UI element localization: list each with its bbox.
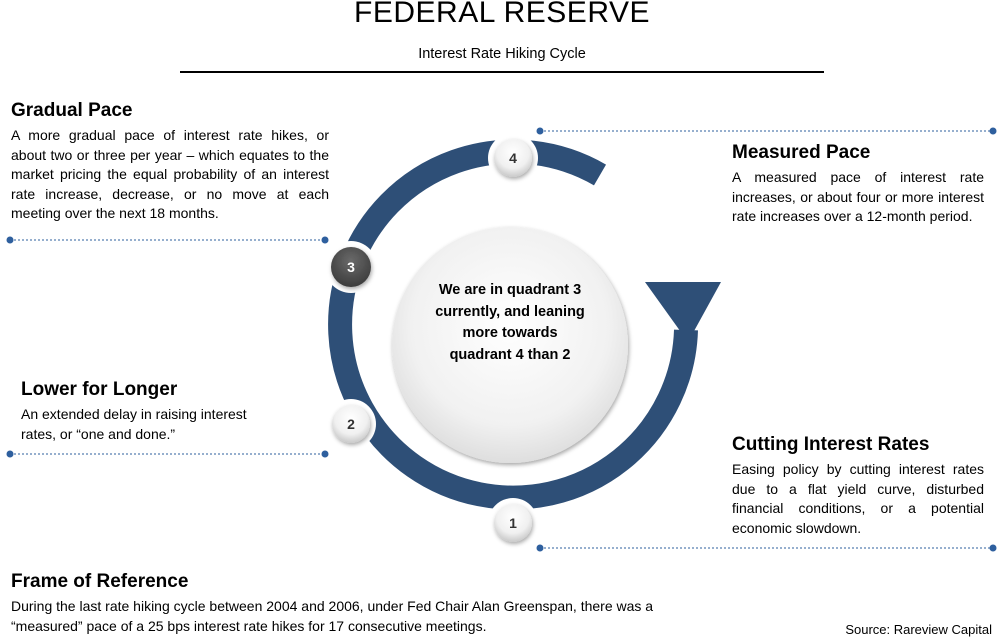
node-3-label: 3 — [347, 259, 355, 275]
source-note: Source: Rareview Capital — [845, 622, 992, 637]
q4-text: A measured pace of interest rate increas… — [732, 169, 984, 224]
title-divider — [180, 71, 824, 73]
q4-title: Measured Pace — [732, 142, 871, 163]
cycle-arrowhead — [645, 282, 721, 342]
q1-text: Easing policy by cutting interest rates … — [732, 461, 984, 536]
node-3: 3 — [325, 241, 377, 293]
page-subtitle: Interest Rate Hiking Cycle — [418, 46, 586, 62]
page-title: FEDERAL RESERVE — [354, 0, 650, 29]
center-circle — [392, 227, 628, 463]
node-4-label: 4 — [509, 150, 517, 166]
connector-lines — [6, 127, 997, 552]
q2-title: Lower for Longer — [21, 379, 178, 400]
q2-text: An extended delay in raising interest ra… — [21, 406, 247, 442]
frame-of-reference-text: During the last rate hiking cycle betwee… — [11, 598, 654, 634]
frame-of-reference-title: Frame of Reference — [11, 571, 189, 592]
node-4: 4 — [488, 133, 538, 183]
q1-title: Cutting Interest Rates — [732, 434, 930, 455]
node-2: 2 — [326, 399, 376, 449]
q3-title: Gradual Pace — [11, 100, 133, 121]
q3-text: A more gradual pace of interest rate hik… — [11, 127, 329, 221]
center-text: We are in quadrant 3 currently, and lean… — [435, 282, 585, 363]
node-1: 1 — [488, 498, 538, 548]
node-1-label: 1 — [509, 515, 517, 531]
node-2-label: 2 — [347, 416, 355, 432]
